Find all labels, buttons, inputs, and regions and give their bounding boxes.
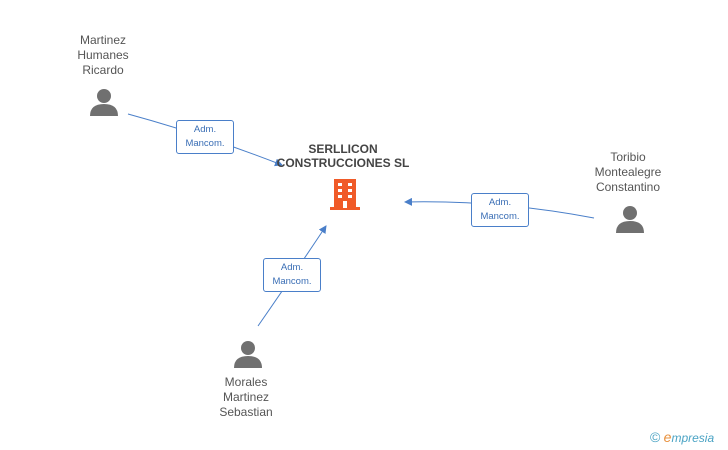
- person-name-line: Martinez: [79, 33, 126, 47]
- relation-label-adm-mancom[interactable]: Adm. Mancom.: [176, 120, 234, 154]
- copyright-symbol: ©: [650, 429, 661, 445]
- building-icon[interactable]: [329, 177, 361, 211]
- person-name-morales-martinez[interactable]: Morales Martinez Sebastian: [186, 375, 306, 420]
- relation-label-adm-mancom[interactable]: Adm. Mancom.: [263, 258, 321, 292]
- relation-label-adm-mancom[interactable]: Adm. Mancom.: [471, 193, 529, 227]
- person-name-line: Morales: [224, 375, 268, 389]
- person-name-line: Montealegre: [594, 165, 662, 179]
- company-name[interactable]: SERLLICON CONSTRUCCIONES SL: [263, 142, 423, 170]
- relation-label-line: Mancom.: [185, 138, 225, 149]
- brand-name: mpresia: [671, 431, 715, 445]
- person-name-martinez-humanes[interactable]: Martinez Humanes Ricardo: [43, 33, 163, 78]
- person-icon[interactable]: [615, 205, 645, 233]
- company-name-line: CONSTRUCCIONES SL: [276, 156, 410, 170]
- relation-label-line: Adm.: [280, 262, 304, 273]
- person-name-line: Sebastian: [219, 405, 273, 419]
- relation-label-line: Adm.: [193, 124, 217, 135]
- person-name-toribio-montealegre[interactable]: Toribio Montealegre Constantino: [568, 150, 688, 195]
- person-icon[interactable]: [89, 88, 119, 116]
- empresia-logo[interactable]: © empresia: [650, 429, 714, 445]
- relation-label-line: Adm.: [488, 197, 512, 208]
- company-name-line: SERLLICON: [308, 142, 378, 156]
- person-name-line: Humanes: [77, 48, 129, 62]
- relation-label-line: Mancom.: [480, 211, 520, 222]
- person-name-line: Martinez: [222, 390, 269, 404]
- person-name-line: Constantino: [595, 180, 661, 194]
- relation-label-line: Mancom.: [272, 276, 312, 287]
- person-name-line: Ricardo: [82, 63, 124, 77]
- brand-initial: e: [663, 429, 672, 445]
- person-name-line: Toribio: [610, 150, 646, 164]
- person-icon[interactable]: [233, 340, 263, 368]
